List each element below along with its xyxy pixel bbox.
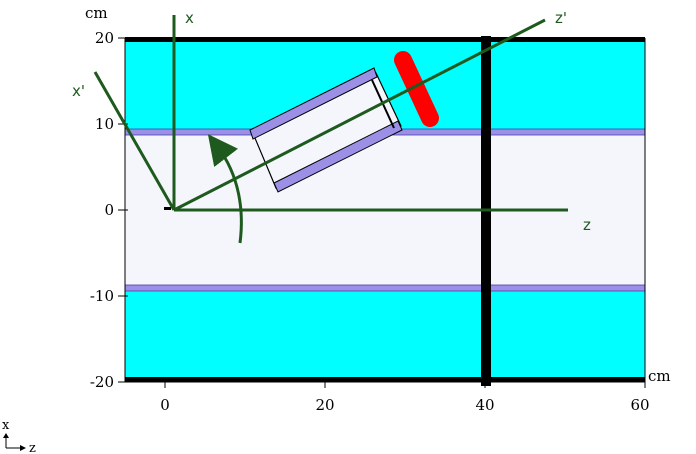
detector-plate-bottom: [273, 120, 403, 193]
x-tick-label-0: 0: [104, 201, 114, 219]
x-tick-label-20: 20: [95, 29, 114, 47]
x-frame-label: x: [185, 9, 194, 27]
corner-axes-indicator: x z: [2, 418, 36, 454]
x-prime-axis-arrow: [93, 71, 176, 211]
red-element: [394, 51, 439, 127]
z-tick-label-20: 20: [315, 396, 334, 414]
x-tick-label-neg20: -20: [90, 373, 114, 391]
coordinate-frames: [93, 15, 568, 244]
outer-region-bottom: [125, 289, 645, 382]
detector-plate-top: [249, 67, 378, 140]
z-unit-label: cm: [648, 367, 671, 385]
z-frame-label: z: [583, 216, 591, 234]
wall-bottom: [125, 377, 645, 382]
z-tick-label-0: 0: [160, 396, 170, 414]
x-prime-frame-label: x': [72, 82, 85, 100]
origin-marker: [164, 207, 171, 210]
corner-x-label: x: [2, 418, 10, 433]
rotation-arrow: [207, 134, 243, 244]
z-axis-ticks: [164, 378, 646, 388]
x-tick-label-neg10: -10: [90, 287, 114, 305]
z-tick-label-60: 60: [630, 396, 649, 414]
x-tick-label-10: 10: [95, 115, 114, 133]
z-prime-frame-label: z': [555, 9, 567, 27]
z-tick-label-40: 40: [475, 396, 494, 414]
thin-layer-bottom: [124, 284, 646, 292]
x-unit-label: cm: [85, 4, 108, 22]
wall-top: [125, 37, 645, 42]
corner-z-label: z: [29, 441, 36, 454]
